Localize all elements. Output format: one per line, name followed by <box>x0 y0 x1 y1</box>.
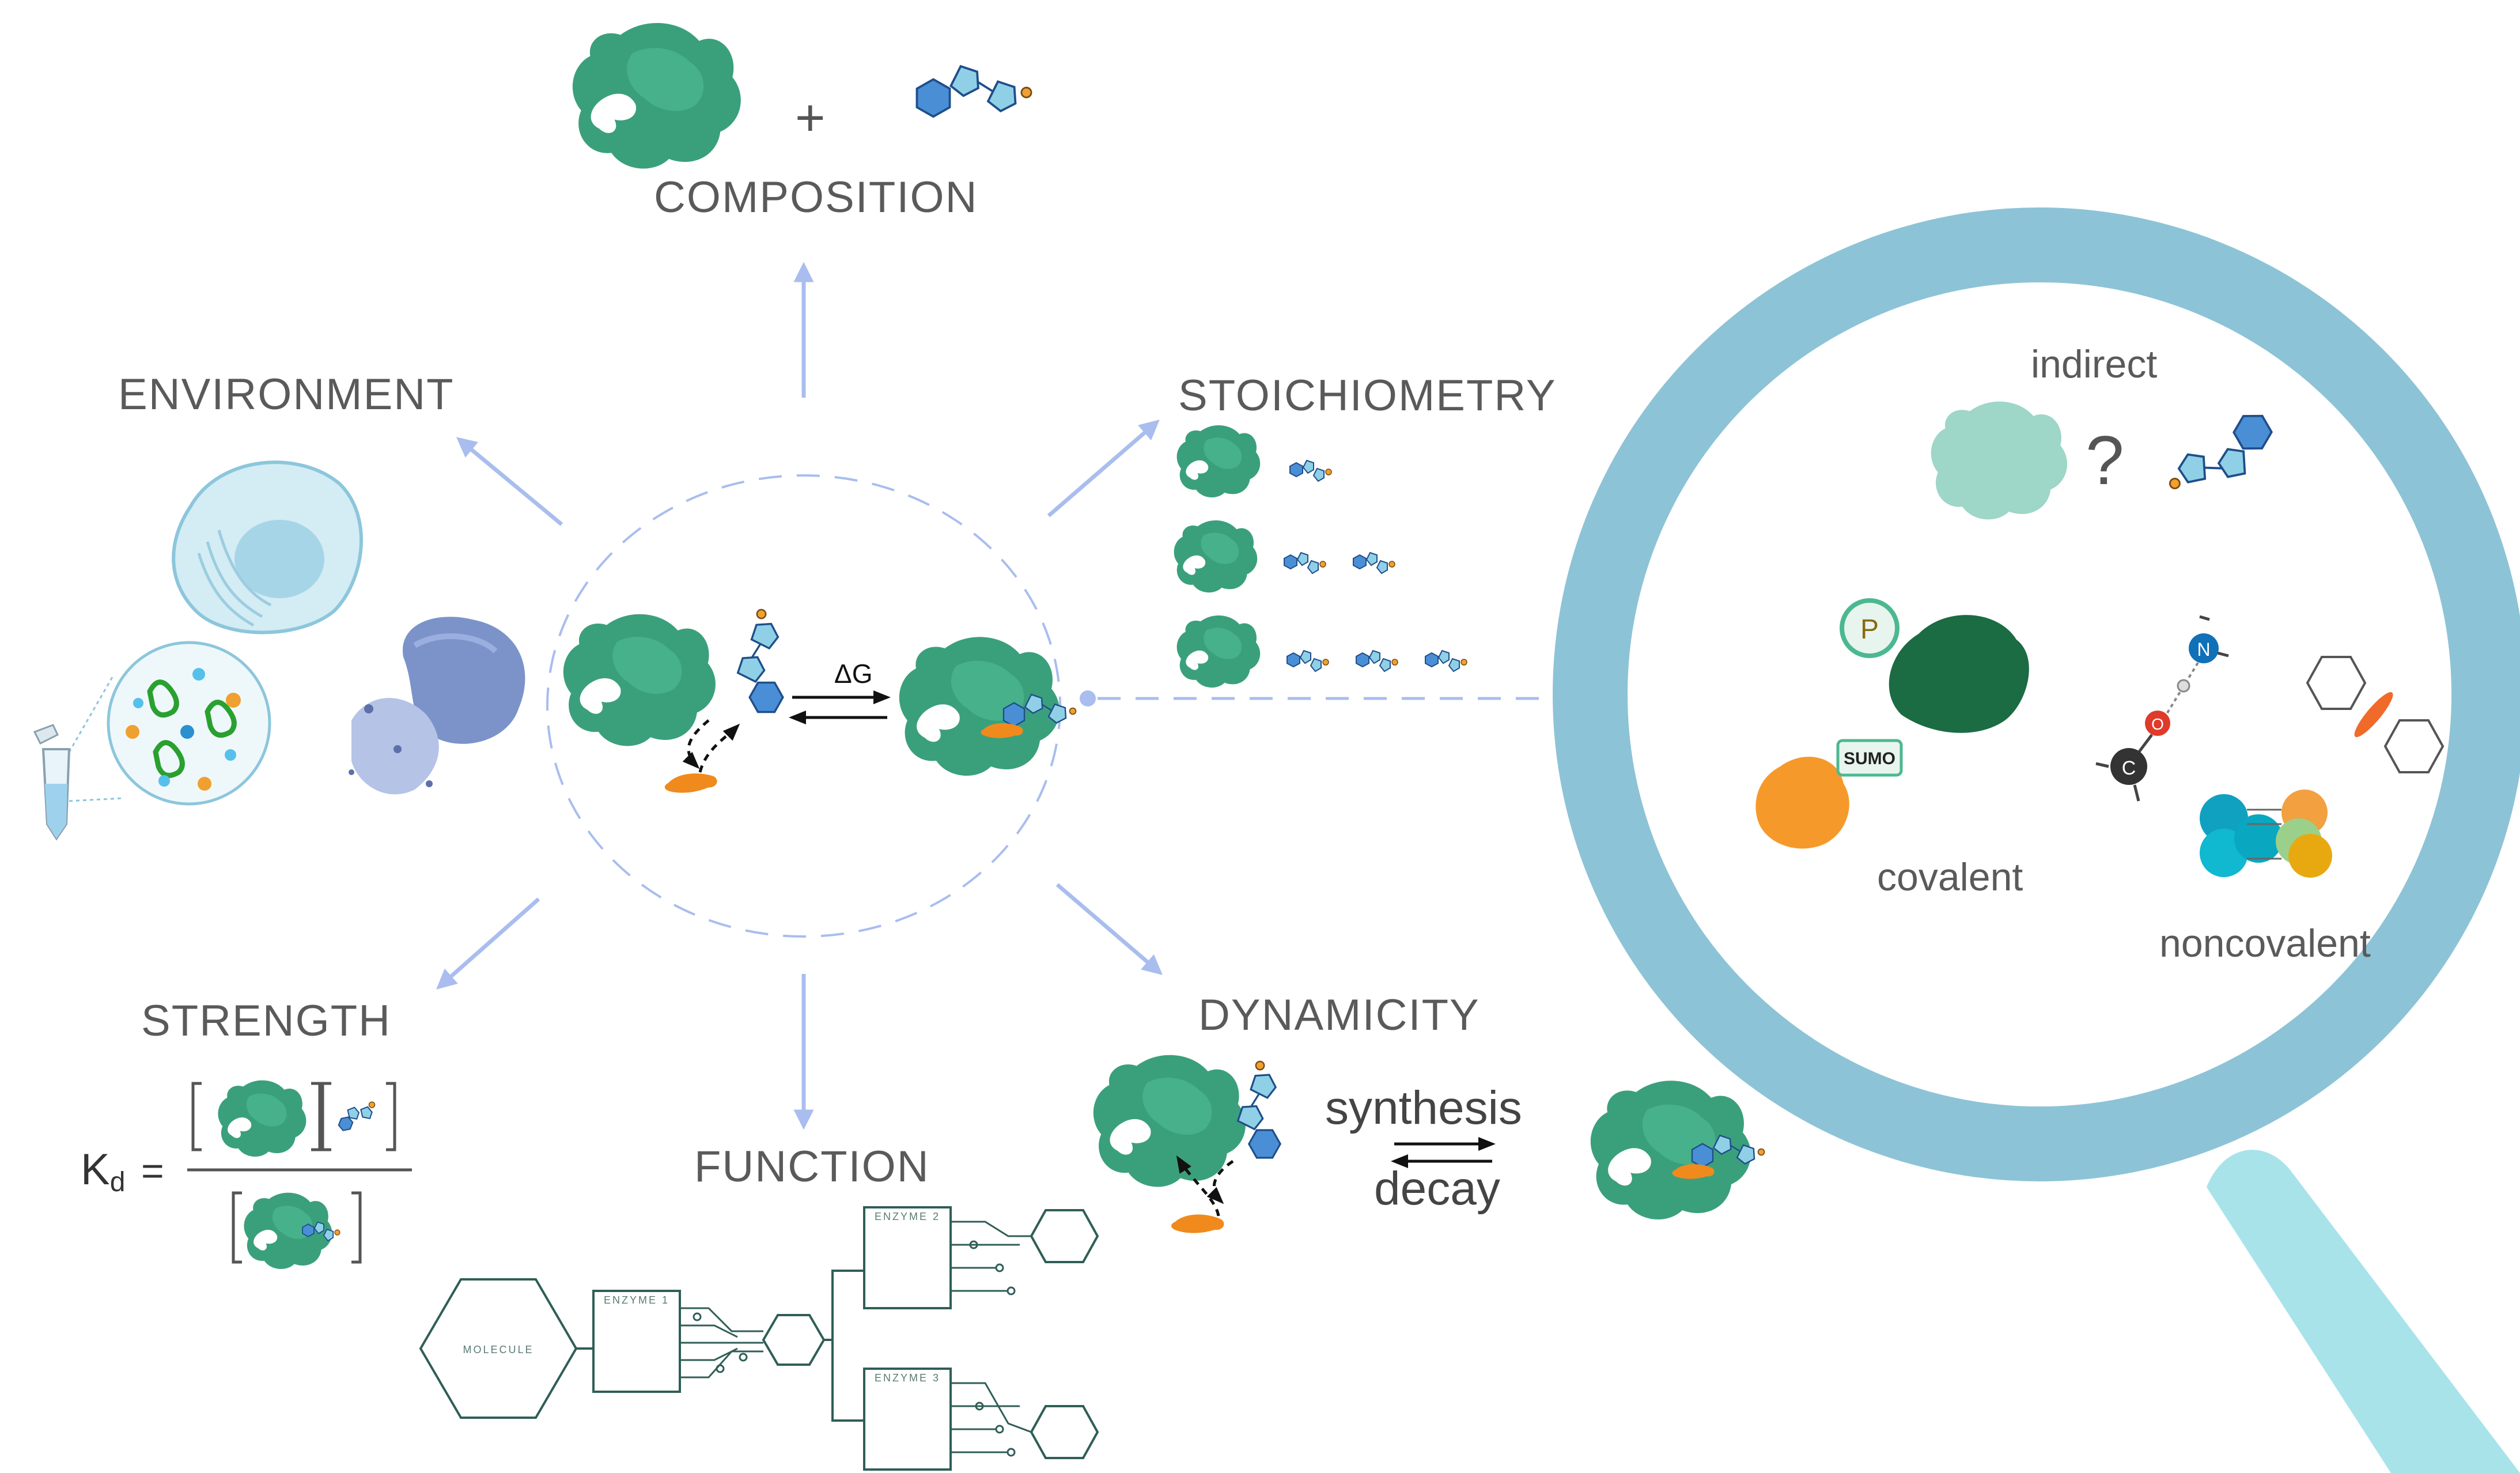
function-section: FUNCTION <box>419 1142 1099 1471</box>
kd-symbol: Kd <box>81 1145 125 1198</box>
noncovalent-label: noncovalent <box>2159 921 2371 965</box>
environment-label: ENVIRONMENT <box>118 370 455 419</box>
enzyme-3-label: ENZYME 3 <box>875 1372 940 1384</box>
sumo-tag: SUMO <box>1844 749 1895 768</box>
radial-arrows <box>436 262 1163 1130</box>
composition-label: COMPOSITION <box>654 173 978 222</box>
test-tube-icon <box>33 724 71 841</box>
atom-c: C <box>2122 757 2136 779</box>
atom-n: N <box>2197 639 2210 660</box>
cell-icon <box>172 460 363 634</box>
magnifier-section: indirect ? P SUMO covalent N O <box>1553 207 2520 1473</box>
dynamicity-section: DYNAMICITY synthesis decay <box>1093 991 1765 1233</box>
atom-o: O <box>2151 715 2164 733</box>
environment-section: ENVIRONMENT <box>33 370 525 841</box>
stoichiometry-section: STOICHIOMETRY <box>1174 371 1557 688</box>
phospho-tag: P <box>1860 614 1879 645</box>
ghost-protein <box>1931 401 2068 520</box>
hydrogen-bond-icon: N O C <box>2095 615 2229 802</box>
enzyme-2-label: ENZYME 2 <box>875 1211 940 1222</box>
sumoylated-protein: SUMO <box>1755 739 1903 849</box>
ion-cluster-icon <box>2200 790 2332 878</box>
strength-label: STRENGTH <box>141 996 391 1045</box>
stoichiometry-label: STOICHIOMETRY <box>1178 371 1557 420</box>
delta-g-label: ΔG <box>834 659 873 689</box>
strength-section: STRENGTH Kd = <box>81 996 412 1270</box>
plus-sign: + <box>795 89 826 147</box>
molecule-label: MOLECULE <box>463 1344 533 1355</box>
center-binding-scene: ΔG <box>546 474 1633 938</box>
dynamicity-label: DYNAMICITY <box>1198 991 1480 1040</box>
indirect-label: indirect <box>2031 342 2157 386</box>
solution-zoom-icon <box>68 641 271 806</box>
question-mark: ? <box>2086 422 2124 499</box>
phosphorylated-protein: P <box>1840 598 2029 733</box>
pi-stacking-icon <box>2306 656 2445 773</box>
equals-sign: = <box>141 1149 164 1193</box>
covalent-label: covalent <box>1877 855 2023 899</box>
tissue-icon <box>349 617 525 795</box>
function-label: FUNCTION <box>694 1142 930 1191</box>
synthesis-label: synthesis <box>1325 1082 1522 1134</box>
decay-label: decay <box>1374 1162 1500 1215</box>
enzyme-1-label: ENZYME 1 <box>604 1294 669 1306</box>
composition-section: + COMPOSITION <box>572 22 1032 222</box>
